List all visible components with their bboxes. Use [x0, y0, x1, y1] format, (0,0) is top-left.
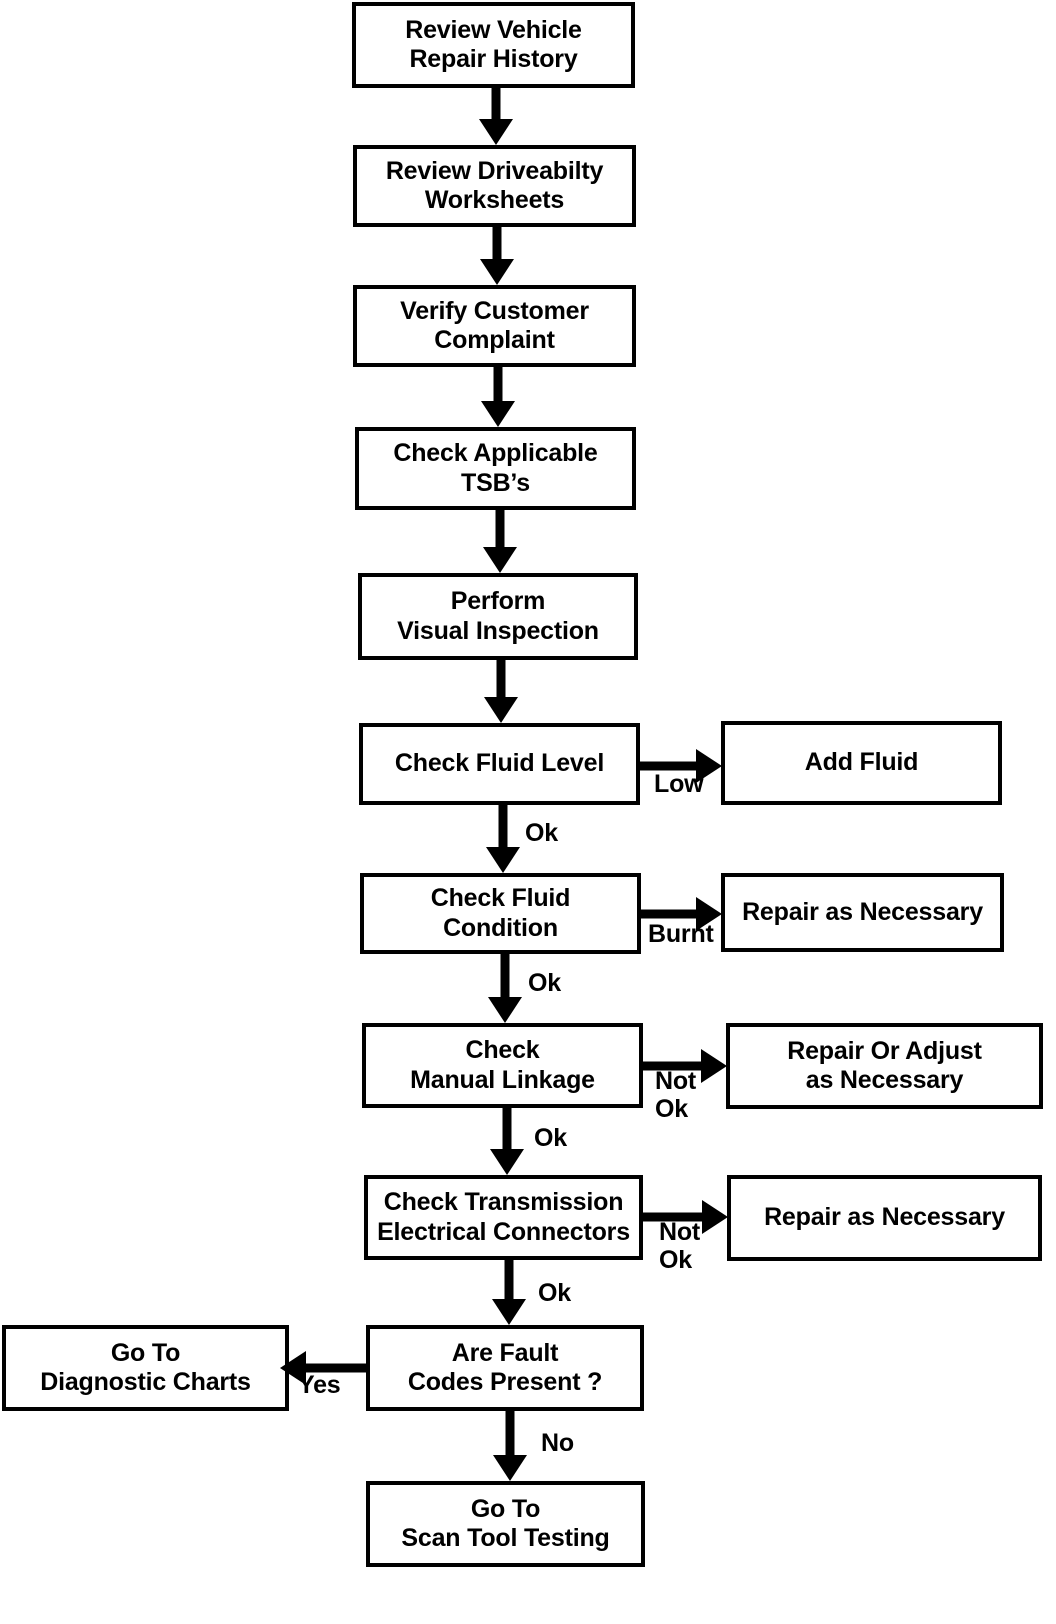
- node-verify-customer-complaint[interactable]: Verify Customer Complaint: [353, 285, 636, 367]
- node-label: Verify Customer Complaint: [400, 296, 589, 355]
- arrowhead-down-icon: [493, 1455, 527, 1481]
- node-go-to-diagnostic-charts[interactable]: Go To Diagnostic Charts: [2, 1325, 289, 1411]
- arrowhead-down-icon: [480, 259, 514, 285]
- node-check-fluid-level[interactable]: Check Fluid Level: [359, 723, 640, 805]
- node-review-vehicle-repair-history[interactable]: Review Vehicle Repair History: [352, 2, 635, 88]
- connector-stem: [505, 1411, 515, 1458]
- node-label: Repair as Necessary: [742, 897, 983, 926]
- node-label: Repair as Necessary: [764, 1203, 1005, 1232]
- connector-stem: [493, 367, 503, 404]
- connector-stem: [500, 954, 510, 1000]
- node-go-to-scan-tool-testing[interactable]: Go To Scan Tool Testing: [366, 1481, 645, 1567]
- node-label: Are Fault Codes Present ?: [407, 1338, 603, 1397]
- node-repair-or-adjust-as-necessary[interactable]: Repair Or Adjust as Necessary: [726, 1023, 1043, 1109]
- connector-n10-to-n12-ok: [487, 1108, 527, 1175]
- arrowhead-down-icon: [484, 697, 518, 723]
- node-label: Check Fluid Level: [394, 749, 605, 778]
- edge-label-no: No: [541, 1429, 574, 1457]
- arrowhead-down-icon: [486, 847, 520, 873]
- connector-stem: [495, 510, 505, 550]
- node-check-manual-linkage[interactable]: Check Manual Linkage: [362, 1023, 643, 1108]
- arrowhead-right-icon: [696, 749, 722, 783]
- connector-stem: [504, 1260, 514, 1302]
- node-label: Check Manual Linkage: [410, 1036, 595, 1094]
- connector-stem: [496, 660, 506, 700]
- arrowhead-right-icon: [696, 897, 722, 931]
- edge-label-yes: Yes: [298, 1371, 341, 1399]
- node-label: Review Vehicle Repair History: [405, 15, 582, 74]
- connector-n6-to-n8-ok: [483, 805, 523, 873]
- node-label: Check Transmission Electrical Connectors: [377, 1188, 630, 1246]
- connector-stem: [502, 1108, 512, 1152]
- connector-stem: [641, 909, 698, 919]
- connector-n1-to-n2: [476, 88, 516, 145]
- connector-stem: [305, 1363, 367, 1373]
- connector-n10-to-n11-not-ok: [643, 1048, 727, 1084]
- connector-stem: [640, 761, 698, 771]
- connector-stem: [491, 88, 501, 122]
- edge-label-ok-linkage: Ok: [534, 1124, 567, 1152]
- arrowhead-down-icon: [479, 119, 513, 145]
- connector-n6-to-n7-low: [640, 748, 722, 784]
- node-repair-as-necessary-connectors[interactable]: Repair as Necessary: [727, 1175, 1042, 1261]
- connector-n2-to-n3: [477, 227, 517, 285]
- node-perform-visual-inspection[interactable]: Perform Visual Inspection: [358, 573, 638, 660]
- node-label: Review Driveabilty Worksheets: [385, 156, 604, 215]
- arrowhead-right-icon: [702, 1200, 728, 1234]
- edge-label-burnt: Burnt: [648, 920, 714, 948]
- arrowhead-down-icon: [481, 401, 515, 427]
- connector-n3-to-n4: [478, 367, 518, 427]
- arrowhead-right-icon: [701, 1049, 727, 1083]
- connector-n12-to-n13-not-ok: [643, 1199, 728, 1235]
- arrowhead-left-icon: [280, 1351, 306, 1385]
- connector-stem: [498, 805, 508, 850]
- node-check-applicable-tsbs[interactable]: Check Applicable TSB’s: [355, 427, 636, 510]
- node-label: Perform Visual Inspection: [397, 587, 599, 645]
- node-check-fluid-condition[interactable]: Check Fluid Condition: [360, 873, 641, 954]
- connector-n8-to-n10-ok: [485, 954, 525, 1023]
- edge-label-ok-connectors: Ok: [538, 1279, 571, 1307]
- node-add-fluid[interactable]: Add Fluid: [721, 721, 1002, 805]
- arrowhead-down-icon: [492, 1299, 526, 1325]
- connector-stem: [492, 227, 502, 262]
- edge-label-not-ok-connectors: Not Ok: [659, 1218, 701, 1274]
- node-are-fault-codes-present[interactable]: Are Fault Codes Present ?: [366, 1325, 644, 1411]
- connector-n14-to-n15-yes: [280, 1350, 367, 1386]
- node-review-driveability-worksheets[interactable]: Review Driveabilty Worksheets: [353, 145, 636, 227]
- arrowhead-down-icon: [488, 997, 522, 1023]
- node-repair-as-necessary-fluid[interactable]: Repair as Necessary: [721, 873, 1004, 952]
- edge-label-not-ok-linkage: Not Ok: [655, 1067, 697, 1123]
- connector-n14-to-n16-no: [490, 1411, 530, 1481]
- node-label: Go To Diagnostic Charts: [40, 1338, 251, 1397]
- node-check-transmission-electrical-connectors[interactable]: Check Transmission Electrical Connectors: [364, 1175, 643, 1260]
- node-label: Repair Or Adjust as Necessary: [787, 1036, 982, 1095]
- edge-label-low: Low: [654, 770, 704, 798]
- arrowhead-down-icon: [490, 1149, 524, 1175]
- connector-n12-to-n14-ok: [489, 1260, 529, 1325]
- node-label: Go To Scan Tool Testing: [401, 1494, 610, 1553]
- node-label: Add Fluid: [804, 748, 919, 777]
- connector-n4-to-n5: [480, 510, 520, 573]
- connector-n5-to-n6: [481, 660, 521, 723]
- connector-stem: [643, 1061, 703, 1071]
- arrowhead-down-icon: [483, 547, 517, 573]
- connector-n8-to-n9-burnt: [641, 896, 722, 932]
- connector-stem: [643, 1212, 704, 1222]
- node-label: Check Applicable TSB’s: [393, 439, 598, 497]
- edge-label-ok-fluid-condition: Ok: [528, 969, 561, 997]
- edge-label-ok-fluid-level: Ok: [525, 819, 558, 847]
- node-label: Check Fluid Condition: [430, 884, 571, 942]
